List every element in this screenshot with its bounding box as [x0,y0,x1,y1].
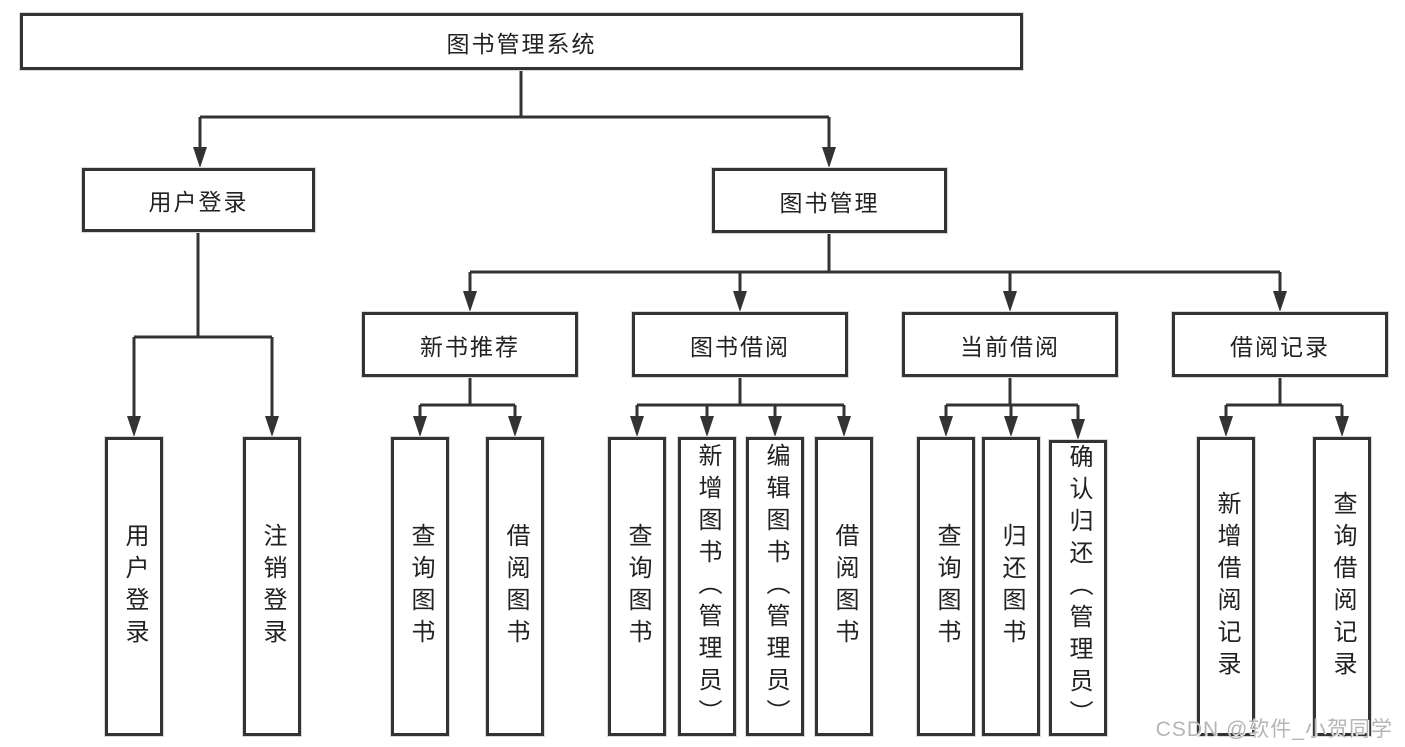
arrowhead [630,416,644,437]
arrowhead [822,147,836,168]
node-borrow-records: 借阅记录 [1172,312,1388,377]
leaf-label: 查询图书 [407,522,434,651]
node-book-management: 图书管理 [712,168,947,233]
leaf-label: 用户登录 [121,522,148,651]
leaf-logout: 注销登录 [243,437,301,736]
leaf-label: 新增借阅记录 [1213,490,1240,683]
leaf-label: 查询图书 [624,522,651,651]
leaf-label: 借阅图书 [502,522,529,651]
leaf-query-borrow-record: 查询借阅记录 [1313,437,1371,736]
node-book-borrow: 图书借阅 [632,312,848,377]
arrowheads [127,147,1349,440]
leaf-label: 查询借阅记录 [1329,490,1356,683]
leaf-label: 编辑图书（管理员） [762,442,789,731]
node-root: 图书管理系统 [20,13,1023,70]
arrowhead [939,416,953,437]
leaf-confirm-return-admin: 确认归还（管理员） [1049,440,1107,736]
leaf-label: 借阅图书 [831,522,858,651]
arrowhead [1273,291,1287,312]
leaf-add-borrow-record: 新增借阅记录 [1197,437,1255,736]
leaf-label: 确认归还（管理员） [1065,444,1092,732]
arrowhead [1219,416,1233,437]
node-user-login: 用户登录 [82,168,315,232]
leaf-add-book-admin: 新增图书（管理员） [678,437,736,736]
leaf-query-books-3: 查询图书 [917,437,975,736]
arrowhead [127,416,141,437]
leaf-query-books-1: 查询图书 [391,437,449,736]
csdn-watermark: CSDN @软件_小贺同学 [1155,718,1393,741]
leaf-edit-book-admin: 编辑图书（管理员） [746,437,804,736]
leaf-label: 查询图书 [933,522,960,651]
arrowhead [193,147,207,168]
leaf-query-books-2: 查询图书 [608,437,666,736]
arrowhead [413,416,427,437]
arrowhead [508,416,522,437]
arrowhead [733,291,747,312]
arrowhead [837,416,851,437]
arrowhead [768,416,782,437]
leaf-label: 注销登录 [259,522,286,651]
arrowhead [1335,416,1349,437]
leaf-label: 新增图书（管理员） [694,442,721,731]
leaf-borrow-books-2: 借阅图书 [815,437,873,736]
node-current-borrow: 当前借阅 [902,312,1118,377]
leaf-label: 归还图书 [998,522,1025,651]
arrowhead [700,416,714,437]
leaf-return-book: 归还图书 [982,437,1040,736]
arrowhead [1071,419,1085,440]
tree-edges [132,70,1344,423]
leaf-borrow-books-1: 借阅图书 [486,437,544,736]
arrowhead [463,291,477,312]
arrowhead [1004,416,1018,437]
node-new-book-recommend: 新书推荐 [362,312,578,377]
arrowhead [265,416,279,437]
arrowhead [1003,291,1017,312]
leaf-user-login: 用户登录 [105,437,163,736]
